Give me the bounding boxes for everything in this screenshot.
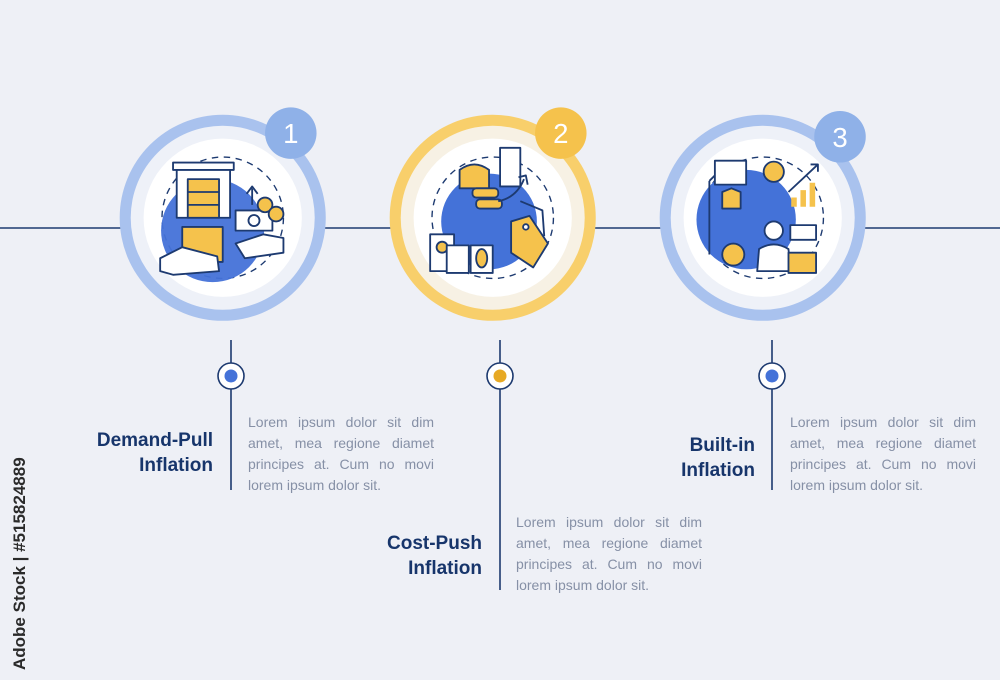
step-1-title: Demand-Pull Inflation bbox=[97, 428, 213, 478]
step-1-description: Lorem ipsum dolor sit dim amet, mea regi… bbox=[248, 414, 434, 493]
step-3-description: Lorem ipsum dolor sit dim amet, mea regi… bbox=[790, 414, 976, 493]
step-2-title: Cost-Push Inflation bbox=[387, 531, 482, 581]
node-dot-3 bbox=[758, 362, 786, 390]
step-1-title-line2: Inflation bbox=[139, 455, 213, 476]
goods-price-tag-icon bbox=[429, 146, 549, 274]
stock-watermark: Adobe Stock | #515824889 bbox=[10, 457, 29, 670]
step-3-title-line2: Inflation bbox=[681, 460, 755, 481]
step-2-title-line1: Cost-Push bbox=[387, 533, 482, 554]
node-dot-2 bbox=[486, 362, 514, 390]
node-dot-1 bbox=[217, 362, 245, 390]
worker-wage-growth-icon bbox=[696, 159, 819, 274]
step-1-circle: 1 bbox=[119, 107, 326, 321]
step-2-circle: 2 bbox=[389, 107, 596, 321]
step-2-number: 2 bbox=[553, 118, 568, 149]
step-1-number: 1 bbox=[283, 118, 298, 149]
step-3-title-line1: Built-in bbox=[689, 435, 755, 456]
step-3-title: Built-in Inflation bbox=[681, 433, 755, 483]
step-2-title-line2: Inflation bbox=[408, 558, 482, 579]
step-1-title-line1: Demand-Pull bbox=[96, 430, 213, 451]
step-3-number: 3 bbox=[832, 122, 847, 153]
warehouse-demand-icon bbox=[159, 161, 285, 283]
step-3-circle: 3 bbox=[659, 111, 866, 321]
step-2-description: Lorem ipsum dolor sit dim amet, mea regi… bbox=[516, 514, 702, 593]
watermark-text: Adobe Stock | #515824889 bbox=[10, 457, 29, 670]
